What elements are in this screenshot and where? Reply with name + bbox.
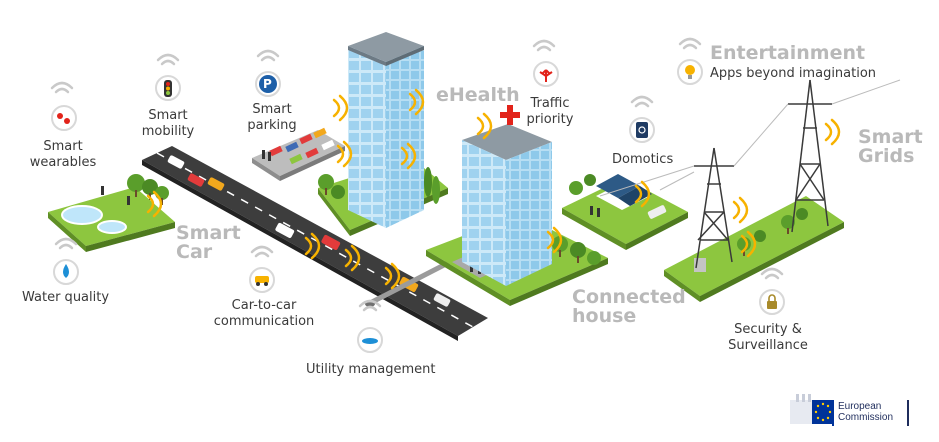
label-apps: Apps beyond imagination: [710, 66, 877, 81]
label-domotics: Domotics: [612, 152, 674, 167]
label-security: Security &Surveillance: [728, 322, 808, 353]
headline-ehealth: eHealth: [436, 84, 520, 106]
icon-circles: [51, 59, 785, 353]
wifi-markers: [50, 37, 784, 312]
house-platform: [562, 174, 688, 250]
eu-logo: [790, 394, 909, 426]
hospital-building: [462, 105, 552, 286]
parking-icon: P: [263, 77, 272, 91]
power-towers: [599, 79, 901, 269]
tall-tower: [348, 32, 424, 228]
signal-waves: [146, 88, 841, 290]
label-water-quality: Water quality: [22, 290, 110, 305]
headline-entertainment: Entertainment: [710, 42, 866, 64]
parking-platform: [252, 127, 345, 181]
label-utility-management: Utility management: [306, 362, 436, 377]
